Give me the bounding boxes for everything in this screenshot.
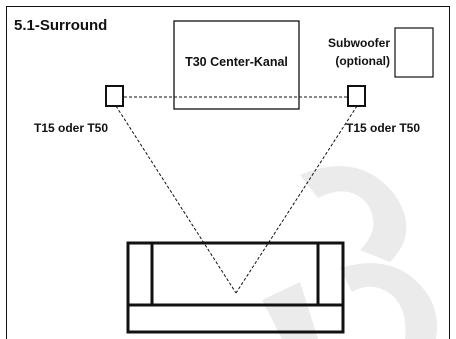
left-speaker-label: T15 oder T50 [34,121,108,135]
watermark-shape-3 [262,282,318,339]
listening-lines [115,96,358,294]
center-channel-label: T30 Center-Kanal [185,55,288,69]
left-listening-line [115,105,237,294]
center-channel-speaker: T30 Center-Kanal [173,20,300,110]
right-speaker-box [347,85,366,107]
left-front-speaker: T15 oder T50 [34,85,124,135]
subwoofer: Subwoofer (optional) [328,27,434,78]
subwoofer-label-line2: (optional) [335,54,390,68]
subwoofer-label-line1: Subwoofer [328,36,390,50]
left-speaker-box [105,85,124,107]
watermark [262,166,438,339]
center-channel-box [173,20,300,110]
right-front-speaker: T15 oder T50 [346,85,420,135]
diagram-title: 5.1-Surround [14,17,107,34]
sofa [126,241,345,334]
right-speaker-label: T15 oder T50 [346,121,420,135]
watermark-shape-2 [340,263,438,339]
right-listening-line [235,105,358,294]
subwoofer-box [394,27,434,78]
watermark-shape-1 [300,166,407,262]
sofa-outline [126,241,345,334]
diagram-frame [6,6,450,339]
